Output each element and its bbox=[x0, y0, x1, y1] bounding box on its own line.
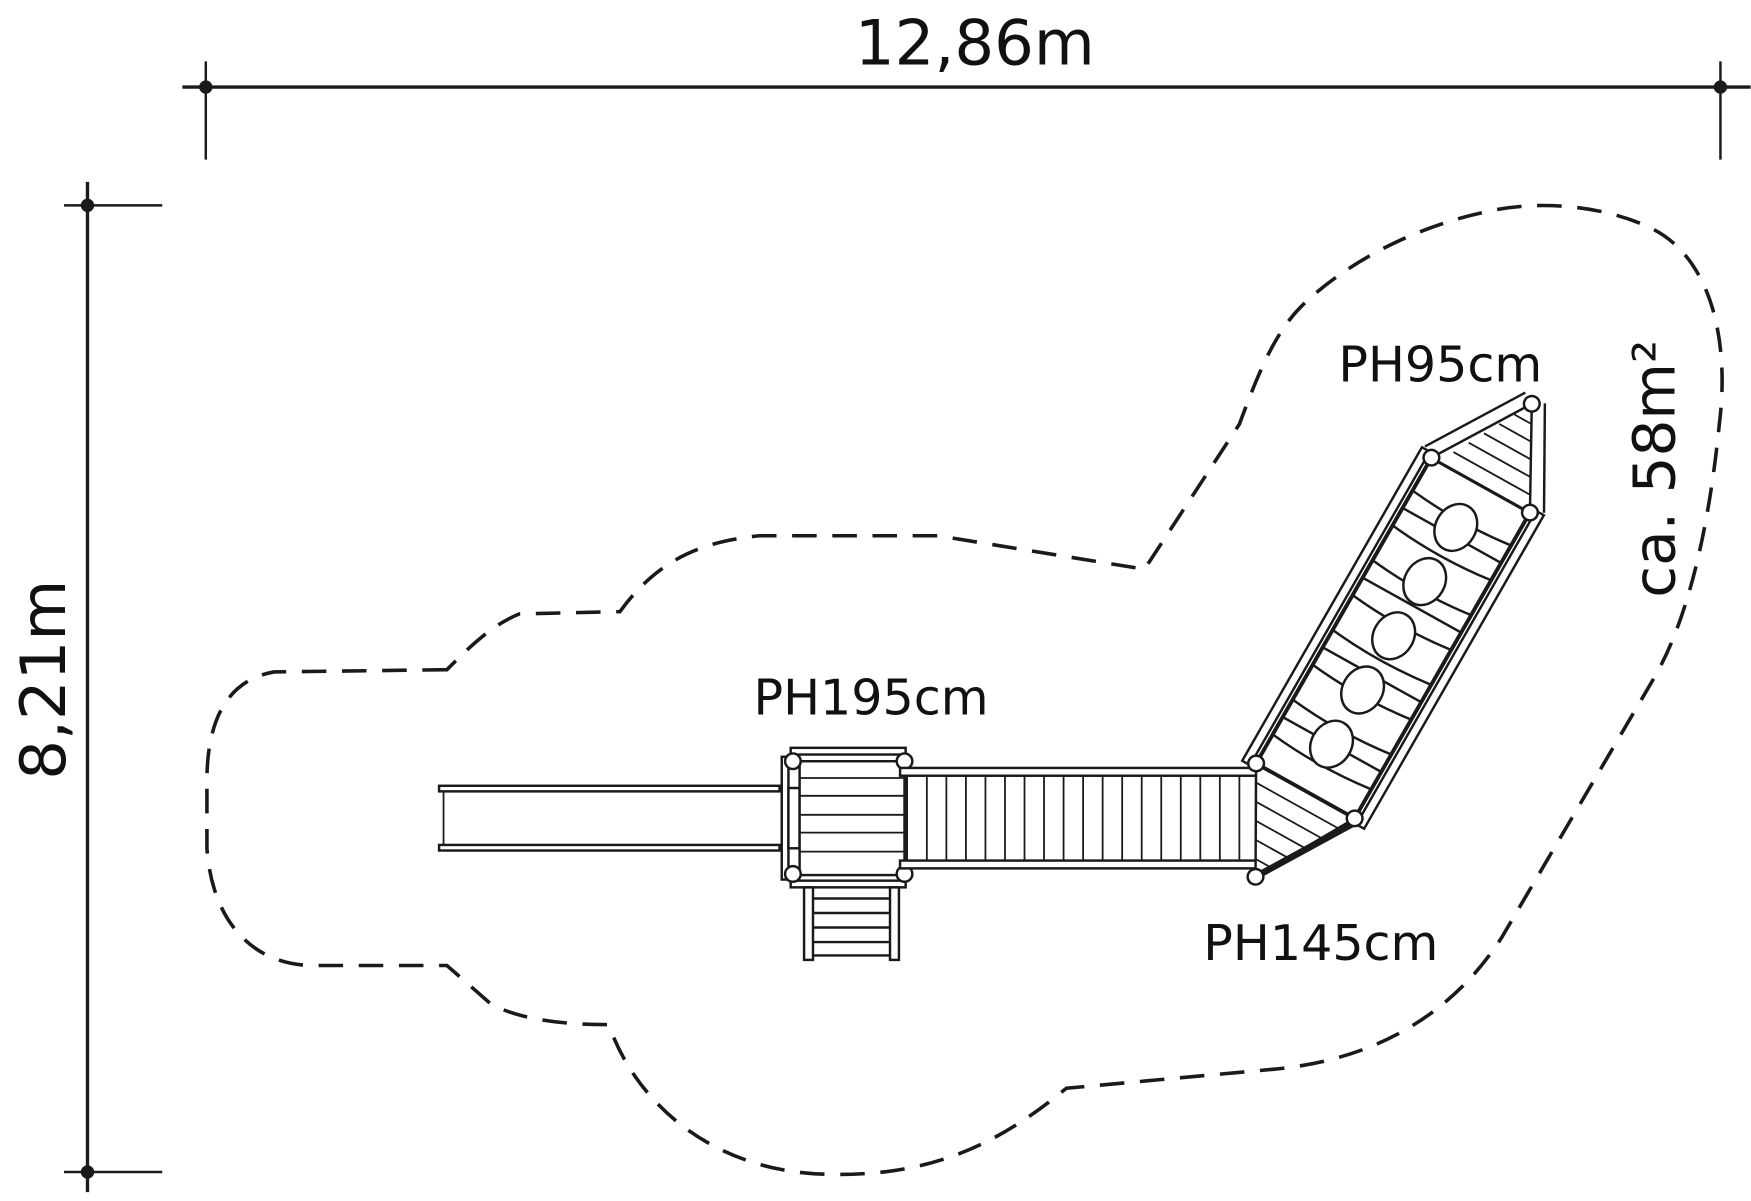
tower-height-label: PH195cm bbox=[753, 668, 988, 726]
platform-board bbox=[1468, 441, 1531, 478]
depth-label: 8,21m bbox=[7, 580, 80, 780]
climbing-barrel bbox=[1371, 611, 1417, 661]
climbing-barrel bbox=[1433, 502, 1479, 553]
climbing-barrel bbox=[1308, 719, 1355, 769]
platform-board bbox=[1483, 432, 1532, 461]
corner-height-label: PH145cm bbox=[1203, 914, 1438, 972]
platform-board bbox=[1498, 423, 1532, 443]
platform-board bbox=[1453, 451, 1531, 496]
top-height-label: PH95cm bbox=[1338, 336, 1542, 394]
climbing-barrel bbox=[1402, 556, 1448, 607]
bridge bbox=[898, 766, 1268, 870]
tower-platform bbox=[783, 746, 914, 889]
safety-area-outline bbox=[205, 203, 1724, 1177]
width-label: 12,86m bbox=[855, 7, 1095, 80]
climbing-barrel bbox=[1339, 665, 1386, 715]
slide bbox=[437, 755, 801, 881]
net-climber bbox=[1240, 391, 1547, 886]
depth-dimension-line bbox=[64, 181, 163, 1193]
platform-board bbox=[1513, 413, 1532, 425]
net-rope bbox=[1362, 576, 1462, 634]
area-label: ca. 58m² bbox=[1621, 340, 1689, 598]
net-rope bbox=[1331, 628, 1432, 686]
width-dimension-line bbox=[182, 61, 1751, 160]
ladder bbox=[802, 886, 901, 962]
net-rope bbox=[1391, 524, 1492, 582]
